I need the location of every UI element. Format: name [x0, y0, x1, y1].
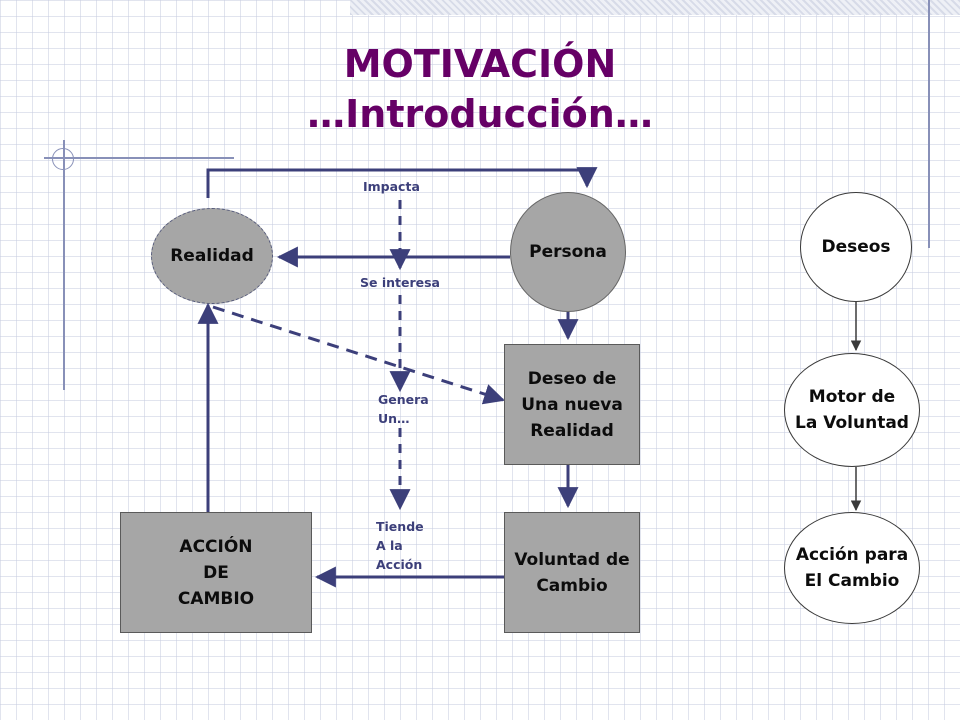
top-decorative-band: [350, 0, 960, 15]
node-accion-de-cambio: ACCIÓN DE CAMBIO: [120, 512, 312, 633]
node-deseos: Deseos: [800, 192, 912, 302]
label-impacta: Impacta: [363, 179, 420, 194]
label-genera: Genera Un…: [378, 392, 429, 426]
node-voluntad-de-cambio: Voluntad de Cambio: [504, 512, 640, 633]
arrow-realidad-to-persona: [206, 167, 598, 198]
decorative-horizontal-line: [44, 157, 234, 159]
decorative-ring: [52, 148, 74, 170]
node-deseo-nueva-realidad: Deseo de Una nueva Realidad: [504, 344, 640, 465]
label-tiende: Tiende A la Acción: [376, 519, 424, 572]
dashed-arrow-realidad-to-deseo: [212, 305, 505, 405]
decorative-vertical-line: [63, 140, 65, 390]
slide-title: MOTIVACIÓN: [343, 42, 617, 86]
slide-subtitle: …Introducción…: [307, 92, 653, 136]
label-se-interesa: Se interesa: [360, 275, 440, 290]
node-accion-para-el-cambio: Acción para El Cambio: [784, 512, 920, 624]
node-motor-de-la-voluntad: Motor de La Voluntad: [784, 353, 920, 467]
node-persona: Persona: [510, 192, 626, 312]
decorative-right-line: [928, 0, 930, 248]
node-realidad: Realidad: [151, 208, 273, 304]
